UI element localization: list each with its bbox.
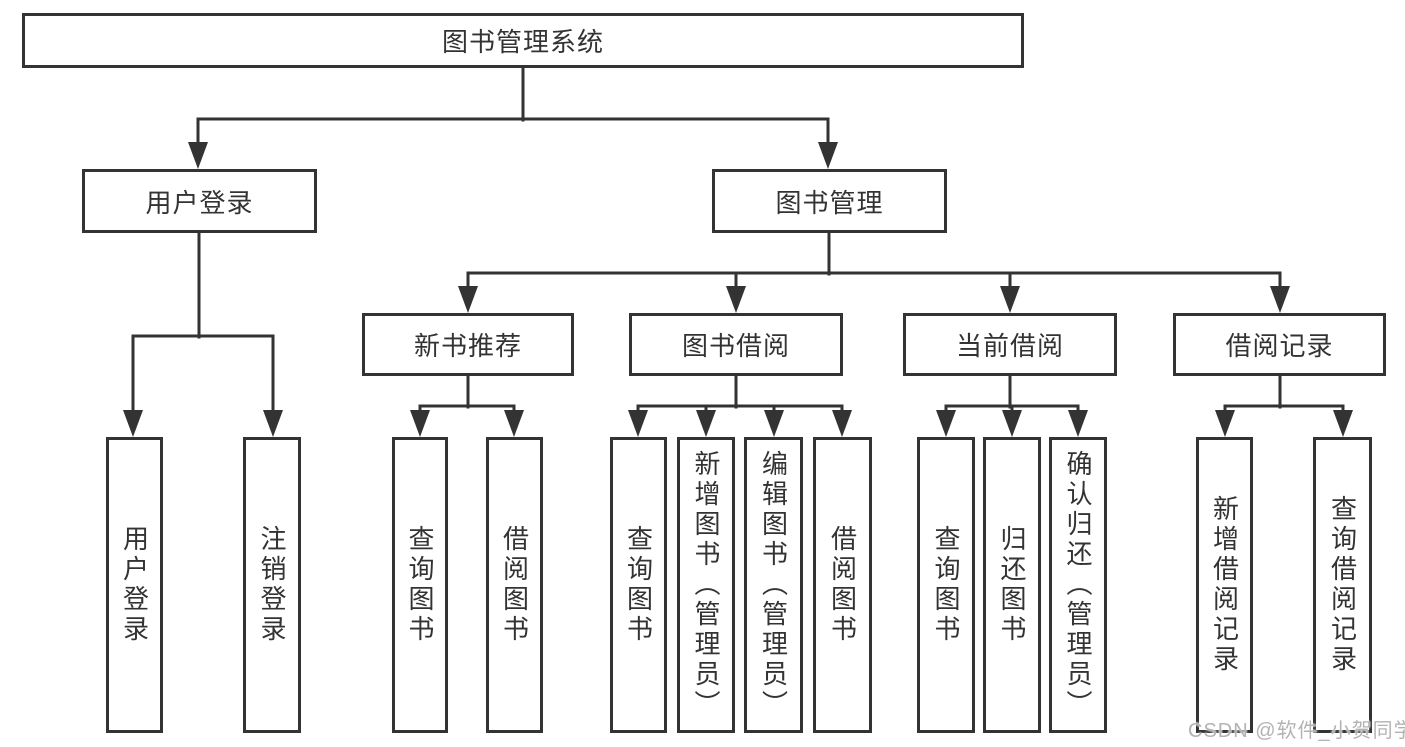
leaf-user-login: 用户登录 (106, 437, 163, 733)
leaf-add-borrow-record: 新增借阅记录 (1196, 437, 1253, 733)
leaf-edit-books-admin: 编辑图书（管理员） (744, 437, 803, 733)
leaf-return-books: 归还图书 (983, 437, 1041, 733)
leaf-query-books-borrow: 查询图书 (610, 437, 667, 733)
arrowheads (123, 142, 1353, 437)
leaf-add-books-admin: 新增图书（管理员） (677, 437, 735, 733)
leaf-confirm-return-admin: 确认归还（管理员） (1049, 437, 1107, 733)
node-book-management: 图书管理 (712, 169, 947, 233)
leaf-logout: 注销登录 (243, 437, 301, 733)
watermark: CSDN @软件_小贺同学 (1188, 720, 1405, 742)
node-book-borrow: 图书借阅 (629, 313, 843, 376)
leaf-query-books-recommend: 查询图书 (392, 437, 448, 733)
node-new-book-recommend: 新书推荐 (362, 313, 574, 376)
node-user-login: 用户登录 (82, 169, 317, 233)
leaf-borrow-books: 借阅图书 (813, 437, 872, 733)
leaf-borrow-books-recommend: 借阅图书 (486, 437, 543, 733)
node-borrow-records: 借阅记录 (1173, 313, 1386, 376)
leaf-query-borrow-record: 查询借阅记录 (1313, 437, 1372, 733)
node-root-system: 图书管理系统 (22, 13, 1024, 68)
node-current-borrow: 当前借阅 (903, 313, 1117, 376)
leaf-query-books-current: 查询图书 (917, 437, 975, 733)
